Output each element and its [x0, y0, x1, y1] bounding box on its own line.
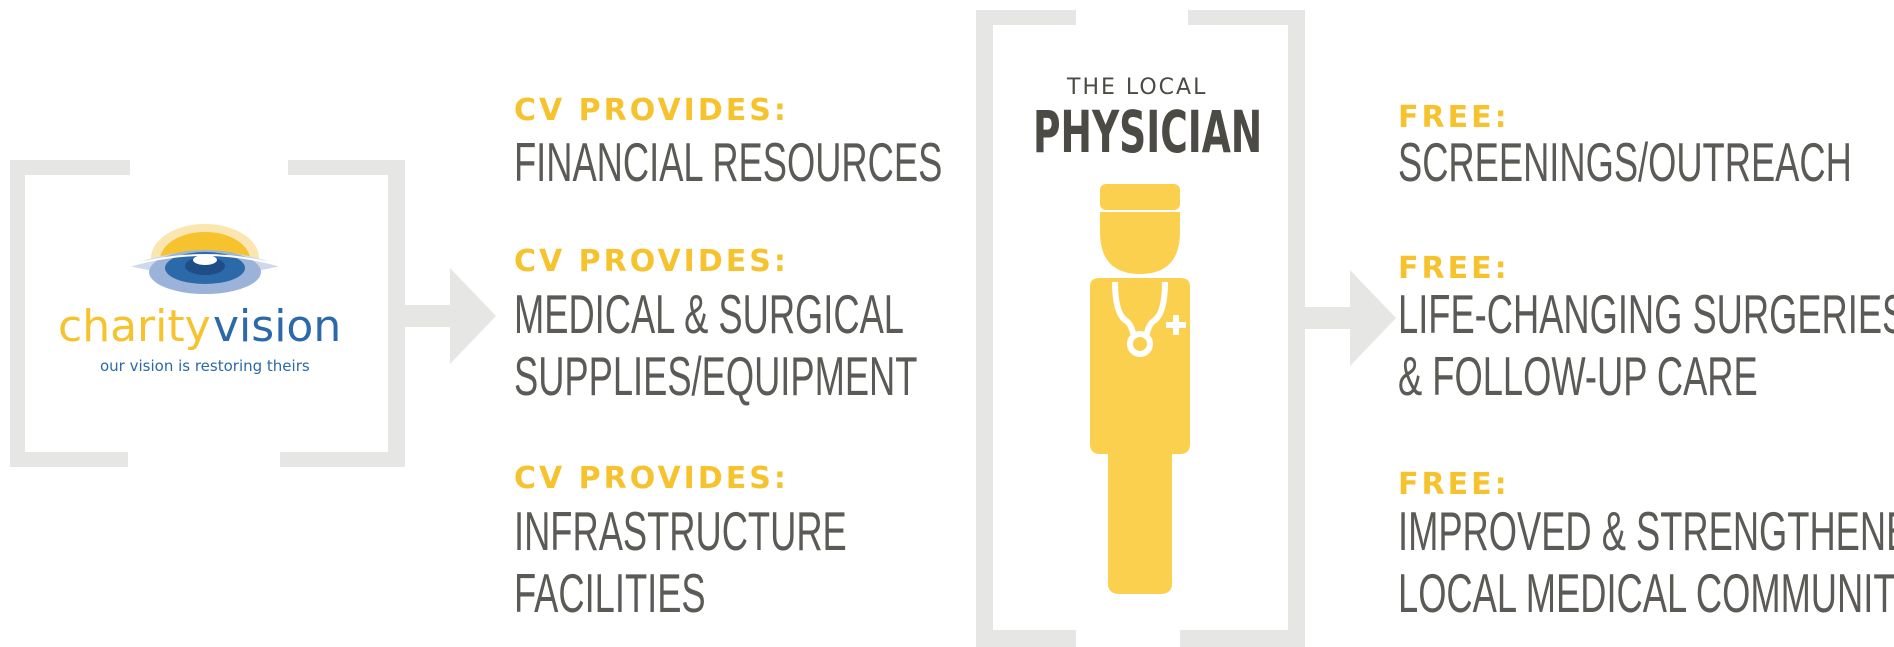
- free-label: FREE:: [1398, 100, 1510, 135]
- provides-line: SUPPLIES/EQUIPMENT: [514, 345, 918, 407]
- provides-label: CV PROVIDES:: [514, 244, 789, 279]
- free-label: FREE:: [1398, 251, 1510, 286]
- eye-logo-icon: [128, 224, 282, 294]
- provides-label: CV PROVIDES:: [514, 461, 789, 496]
- free-line: & FOLLOW-UP CARE: [1398, 345, 1758, 407]
- free-line: LOCAL MEDICAL COMMUNITY: [1398, 562, 1894, 624]
- logo-word-charity: charity: [58, 301, 211, 352]
- logo-word-vision: vision: [213, 301, 342, 352]
- free-line: LIFE-CHANGING SURGERIES: [1398, 283, 1894, 345]
- provides-line: FINANCIAL RESOURCES: [514, 131, 943, 193]
- provides-line: FACILITIES: [514, 562, 706, 624]
- doctor-icon: [1090, 184, 1190, 594]
- free-label: FREE:: [1398, 467, 1510, 502]
- provides-line: MEDICAL & SURGICAL: [514, 283, 904, 345]
- arrow-right-icon: [404, 268, 496, 364]
- free-line: IMPROVED & STRENGTHENED: [1398, 500, 1894, 562]
- logo-tagline: our vision is restoring theirs: [100, 357, 310, 375]
- physician-title: PHYSICIAN: [1033, 98, 1263, 166]
- provides-label: CV PROVIDES:: [514, 93, 789, 128]
- provides-line: INFRASTRUCTURE: [514, 500, 847, 562]
- free-line: SCREENINGS/OUTREACH: [1398, 131, 1852, 193]
- physician-subtitle: THE LOCAL: [1067, 75, 1208, 100]
- arrow-right-icon: [1304, 270, 1396, 366]
